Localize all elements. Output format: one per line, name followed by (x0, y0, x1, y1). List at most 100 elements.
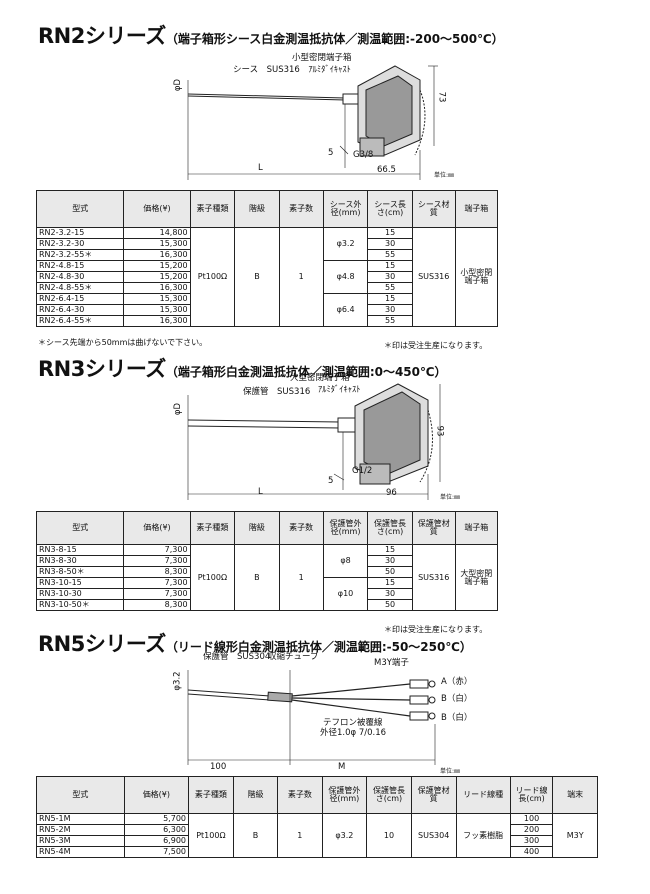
table-row-model: RN5-3M (36, 835, 125, 847)
table-row-model: RN2-3.2-30 (35, 238, 125, 250)
rn5-teflon-spec: 外径1.0φ 7/0.16 (320, 728, 387, 738)
rn5-header-material: 保護管材質 (410, 776, 457, 814)
table-row-model: RN2-6.4-30 (35, 304, 125, 316)
rn3-title: RN3シリーズ（端子箱形白金測温抵抗体／測温範囲:0～450℃） (38, 357, 447, 381)
rn2-header-box: 端子箱 (454, 190, 499, 228)
rn5-tube-length: 10 (366, 813, 412, 858)
rn3-header-price: 価格(¥) (123, 511, 191, 545)
rn5-element: Pt100Ω (188, 813, 234, 858)
table-row-price: 16,300 (123, 249, 191, 261)
table-row-model: RN2-4.8-30 (35, 271, 125, 283)
rn3-diameter: φ10 (322, 577, 369, 611)
rn5-header-diameter: 保護管外径(mm) (321, 776, 368, 814)
rn2-header-material: シース材質 (411, 190, 456, 228)
rn3-height-label: 93 (434, 425, 445, 437)
rn2-count: 1 (278, 227, 324, 327)
rn2-length-cell: 30 (367, 304, 413, 316)
table-row-price: 16,300 (123, 282, 191, 294)
rn5-lead-length-cell: 400 (509, 846, 554, 858)
rn3-length-label: L (258, 487, 263, 497)
table-row-price: 6,300 (123, 824, 190, 836)
table-row-model: RN2-4.8-15 (35, 260, 125, 272)
table-row-price: 14,800 (123, 227, 191, 239)
table-row-price: 16,300 (123, 315, 191, 327)
rn5-wire-b1-label: B（白） (441, 694, 473, 704)
rn3-thread-label: G1/2 (352, 466, 373, 476)
rn5-header-element: 素子種類 (188, 776, 234, 814)
table-row-price: 6,900 (123, 835, 190, 847)
rn3-grade: B (234, 544, 280, 611)
rn2-diameter: φ6.4 (322, 293, 369, 327)
table-row-price: 7,300 (123, 555, 191, 567)
table-row-price: 15,300 (123, 293, 191, 305)
table-row-model: RN2-4.8-55＊ (35, 282, 125, 294)
rn2-thread-label: G3/8 (353, 150, 374, 160)
rn2-length-cell: 55 (367, 282, 413, 294)
rn3-box-label: 大型密閉端子箱 (290, 373, 350, 383)
rn5-terminal: M3Y (552, 813, 598, 858)
rn5-wire-a-label: A（赤） (441, 677, 473, 687)
rn5-material: SUS304 (410, 813, 457, 858)
table-row-price: 7,300 (123, 588, 191, 600)
rn3-header-grade: 階級 (234, 511, 280, 545)
rn3-header-count: 素子数 (278, 511, 324, 545)
rn2-spec-table: 型式 価格(¥) 素子種類 階級 素子数 シース外径(mm) シース長さ(cm)… (35, 190, 499, 327)
rn2-length-cell: 15 (367, 227, 413, 239)
rn5-terminal-label: M3Y端子 (374, 658, 409, 668)
rn5-wire-b2-label: B（白） (441, 713, 473, 723)
rn3-header-element: 素子種類 (189, 511, 236, 545)
rn2-header-diameter: シース外径(mm) (322, 190, 369, 228)
rn3-material: SUS316 (411, 544, 456, 611)
rn3-length-cell: 30 (367, 588, 413, 600)
rn5-shrink-label: 収縮チューブ (268, 652, 319, 662)
table-row-model: RN5-1M (36, 813, 125, 825)
rn2-length-cell: 30 (367, 271, 413, 283)
table-row-price: 7,500 (123, 846, 190, 858)
table-row-model: RN2-6.4-15 (35, 293, 125, 305)
rn2-box-label: 小型密閉端子箱 (292, 53, 352, 63)
rn2-header-model: 型式 (35, 190, 125, 228)
rn2-width-label: 66.5 (377, 165, 396, 175)
rn2-header-grade: 階級 (234, 190, 280, 228)
rn3-five-label: 5 (328, 476, 334, 486)
rn2-length-cell: 55 (367, 315, 413, 327)
rn2-title: RN2シリーズ（端子箱形シース白金測温抵抗体／測温範囲:-200～500℃） (38, 24, 504, 48)
table-row-price: 15,300 (123, 238, 191, 250)
rn5-tube-label: 保護管 SUS304 (203, 652, 271, 662)
rn2-height-label: 73 (436, 91, 447, 103)
rn5-header-count: 素子数 (277, 776, 323, 814)
table-row-model: RN3-10-30 (35, 588, 125, 600)
rn3-header-box: 端子箱 (454, 511, 499, 545)
rn3-unit-label: 単位:㎜ (440, 494, 461, 501)
table-row-price: 7,300 (123, 577, 191, 589)
rn5-unit-label: 単位:㎜ (440, 768, 461, 775)
table-row-price: 8,300 (123, 566, 191, 578)
rn5-grade: B (232, 813, 279, 858)
table-row-price: 7,300 (123, 544, 191, 556)
rn2-dia-label: φD (173, 78, 184, 92)
rn3-length-cell: 50 (367, 566, 413, 578)
rn2-length-label: L (258, 163, 263, 173)
table-row-model: RN2-6.4-55＊ (35, 315, 125, 327)
rn3-header-length: 保護管長さ(cm) (367, 511, 413, 545)
rn2-length-cell: 55 (367, 249, 413, 261)
rn3-dia-label: φD (173, 402, 184, 416)
rn5-lead-length-cell: 300 (509, 835, 554, 847)
rn2-header-element: 素子種類 (189, 190, 236, 228)
rn3-element: Pt100Ω (189, 544, 236, 611)
rn3-diameter: φ8 (322, 544, 369, 578)
rn5-lead-type: フッ素樹脂 (455, 813, 511, 858)
rn5-header-length: 保護管長さ(cm) (366, 776, 412, 814)
rn5-header-model: 型式 (36, 776, 125, 814)
rn5-lead-length-cell: 100 (509, 813, 554, 825)
rn3-length-cell: 15 (367, 544, 413, 556)
table-row-price: 15,200 (123, 260, 191, 272)
rn5-len-m: M (338, 762, 346, 772)
rn2-length-cell: 15 (367, 293, 413, 305)
rn5-count: 1 (277, 813, 323, 858)
rn5-spec-table: 型式 価格(¥) 素子種類 階級 素子数 保護管外径(mm) 保護管長さ(cm)… (36, 776, 598, 858)
rn3-header-material: 保護管材質 (411, 511, 456, 545)
rn2-length-cell: 15 (367, 260, 413, 272)
rn2-material: SUS316 (411, 227, 456, 327)
table-row-model: RN3-8-30 (35, 555, 125, 567)
